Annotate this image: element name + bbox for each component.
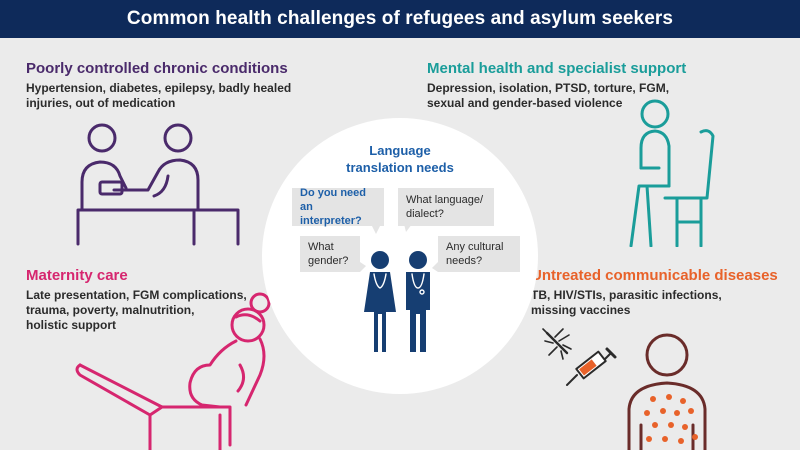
bubble-cultural: Any cultural needs? xyxy=(438,236,520,272)
bubble-interpreter: Do you need an interpreter? xyxy=(292,187,384,227)
bubble-line: Do you need xyxy=(300,187,367,199)
bubble-language: What language/ dialect? xyxy=(398,188,494,226)
bubble-line: Any cultural xyxy=(446,241,504,253)
page-title: Common health challenges of refugees and… xyxy=(0,0,800,38)
maternity-care-description: Late presentation, FGM complications, tr… xyxy=(26,288,247,333)
maternity-care-title: Maternity care xyxy=(26,267,128,284)
maternity-description-line: trauma, poverty, malnutrition, xyxy=(26,303,195,317)
bubble-gender: What gender? xyxy=(300,236,360,272)
communicable-description-line: TB, HIV/STIs, parasitic infections, xyxy=(531,288,722,302)
chronic-conditions-description: Hypertension, diabetes, epilepsy, badly … xyxy=(26,81,291,111)
mental-description-line: Depression, isolation, PTSD, torture, FG… xyxy=(427,81,670,95)
communicable-description-line: missing vaccines xyxy=(531,303,631,317)
bubble-line: What language/ xyxy=(406,194,484,206)
bubble-line: What xyxy=(308,241,334,253)
communicable-diseases-title: Untreated communicable diseases xyxy=(531,267,778,284)
mental-description-line: sexual and gender-based violence xyxy=(427,96,623,110)
bubble-line: an interpreter? xyxy=(300,201,362,227)
maternity-description-line: Late presentation, FGM complications, xyxy=(26,288,247,302)
person-with-rash-icon xyxy=(627,333,707,450)
doctor-patient-blood-pressure-icon xyxy=(76,123,240,246)
pregnant-woman-bed-icon xyxy=(75,292,271,450)
language-title-line: translation needs xyxy=(346,160,454,175)
maternity-description-line: holistic support xyxy=(26,318,116,332)
mental-health-title: Mental health and specialist support xyxy=(427,60,687,77)
chronic-conditions-panel: Poorly controlled chronic conditions Hyp… xyxy=(0,40,399,246)
syringe-icon xyxy=(566,347,617,386)
person-sitting-chair-icon xyxy=(629,99,715,248)
bubble-line: dialect? xyxy=(406,208,444,220)
chronic-description-line: injuries, out of medication xyxy=(26,96,176,110)
chronic-description-line: Hypertension, diabetes, epilepsy, badly … xyxy=(26,81,292,95)
bubble-line: gender? xyxy=(308,255,349,267)
language-needs-title: Language translation needs xyxy=(322,142,478,176)
chronic-conditions-title: Poorly controlled chronic conditions xyxy=(26,60,288,77)
language-title-line: Language xyxy=(369,143,431,158)
mosquito-icon xyxy=(542,328,572,360)
communicable-diseases-description: TB, HIV/STIs, parasitic infections, miss… xyxy=(531,288,722,318)
page-title-text: Common health challenges of refugees and… xyxy=(126,8,674,29)
mental-health-description: Depression, isolation, PTSD, torture, FG… xyxy=(427,81,669,111)
bubble-line: needs? xyxy=(446,255,483,267)
two-people-icon xyxy=(364,251,430,352)
